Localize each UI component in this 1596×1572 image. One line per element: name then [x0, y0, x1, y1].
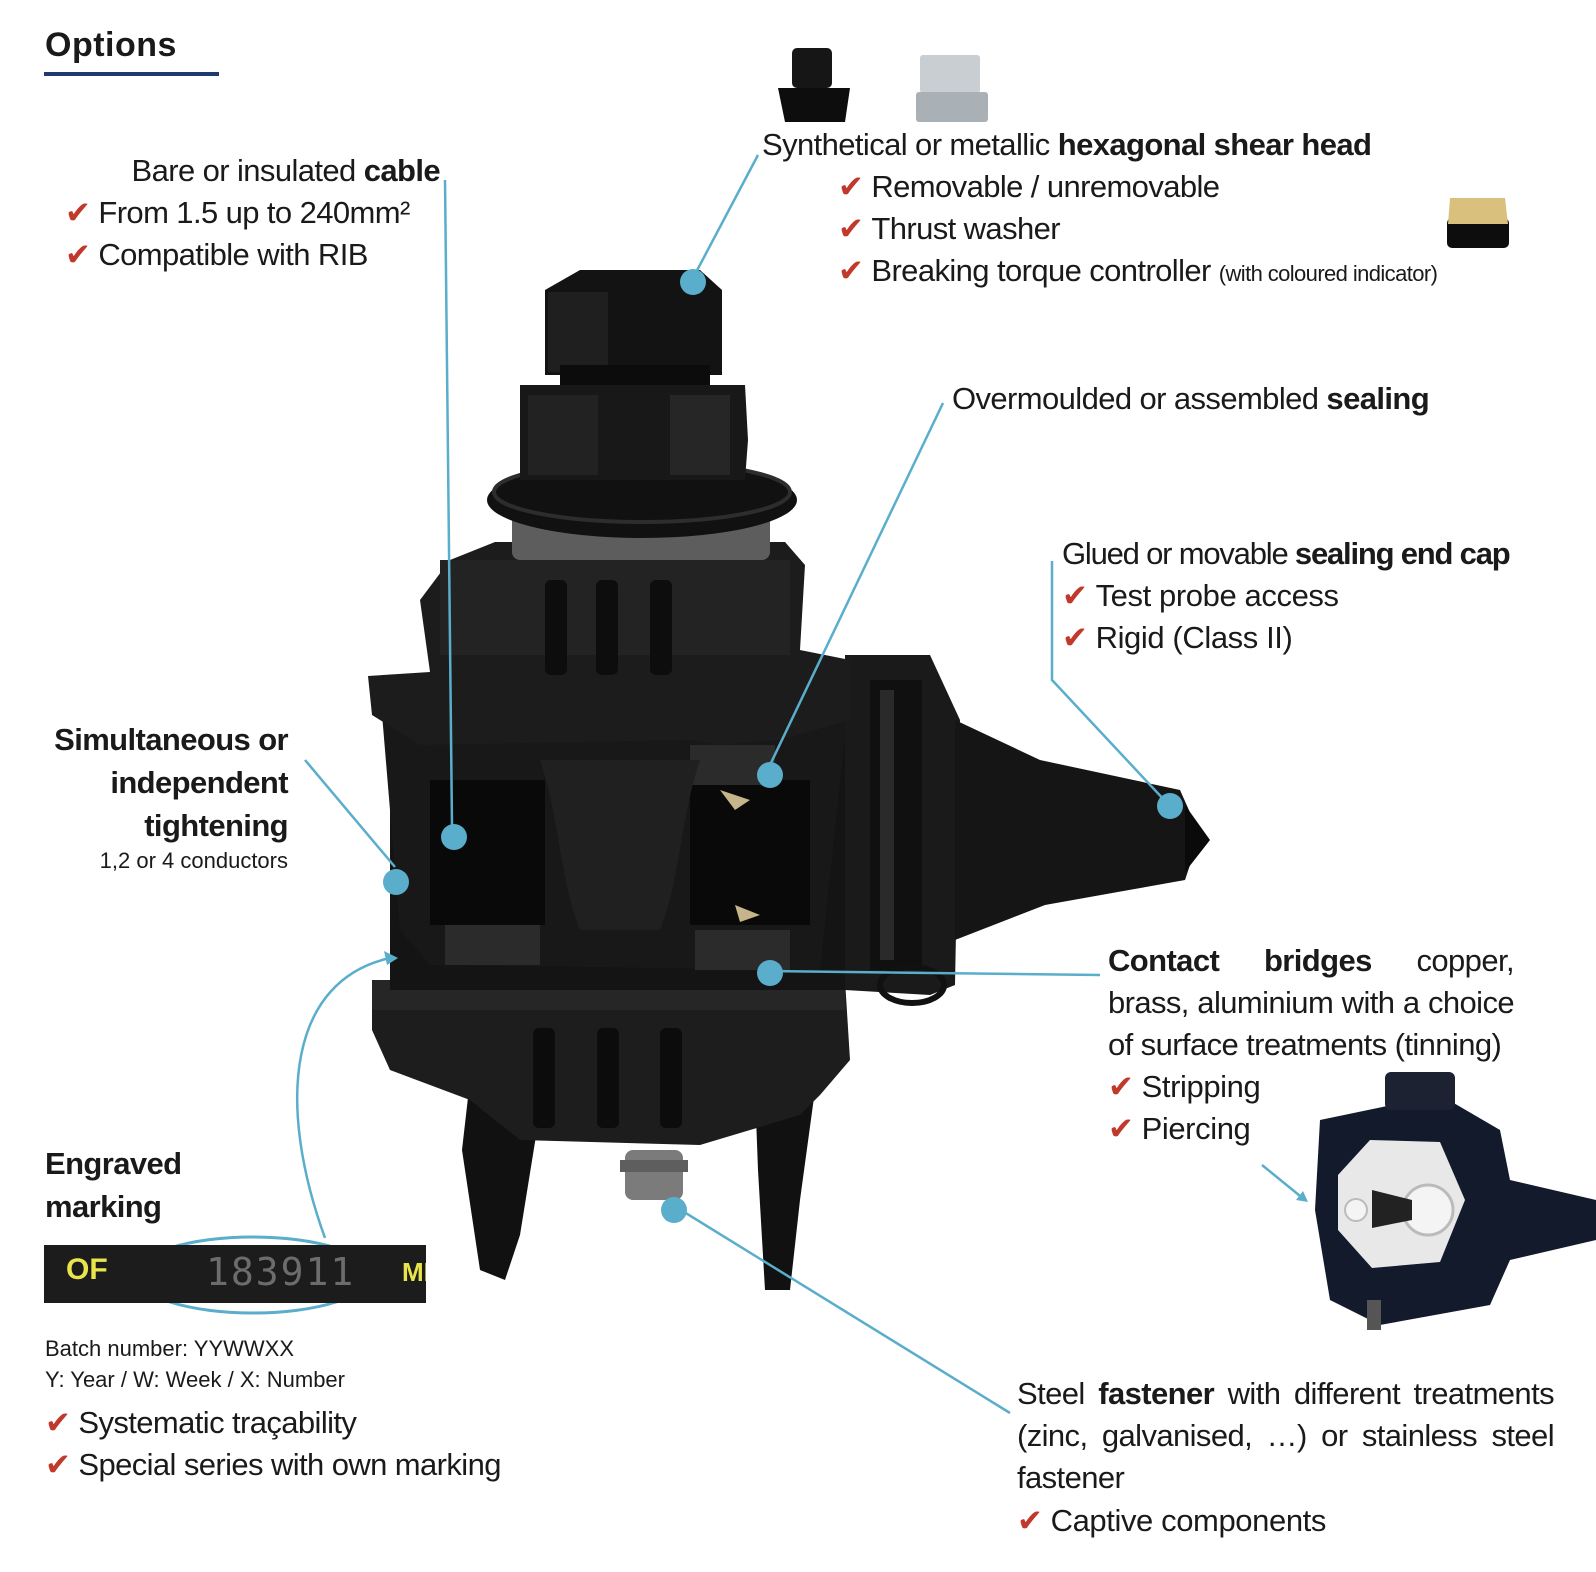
check-icon: ✔ [1108, 1111, 1134, 1146]
tightening-sub: 1,2 or 4 conductors [99, 848, 288, 873]
check-icon: ✔ [65, 195, 91, 230]
check-icon: ✔ [838, 253, 864, 288]
leader-sealing [768, 402, 945, 766]
shear-head-item: Thrust washer [871, 211, 1060, 246]
marking-plate: OF 183911 MIC [44, 1245, 426, 1303]
connector-illustration [368, 270, 1210, 1290]
cable-item: From 1.5 up to 240mm² [98, 195, 410, 230]
leader-cable [443, 179, 454, 828]
cable-text: Bare or insulated [131, 153, 364, 188]
dot-sealing [757, 762, 783, 788]
shear-head-text: Synthetical or metallic [762, 127, 1058, 162]
check-icon: ✔ [838, 211, 864, 246]
shear-head-item: Breaking torque controller [871, 253, 1211, 288]
batch-info: Batch number: YYWWXX Y: Year / W: Week /… [45, 1333, 345, 1395]
marking-item: Systematic traçability [78, 1405, 357, 1440]
shear-head-thumbnails [778, 48, 1509, 248]
fastener-text: Steel [1017, 1376, 1099, 1411]
tightening-line: Simultaneous or [54, 722, 288, 757]
check-icon: ✔ [1062, 620, 1088, 655]
leader-lines [295, 154, 1306, 1415]
callout-sealing: Overmoulded or assembled sealing [952, 378, 1430, 420]
batch-line: Y: Year / W: Week / X: Number [45, 1367, 345, 1392]
callout-dots [383, 269, 1183, 1223]
check-icon: ✔ [838, 169, 864, 204]
end-cap-bold: sealing end cap [1294, 536, 1511, 571]
marking-items: ✔Systematic traçability ✔Special series … [45, 1402, 501, 1486]
fastener-bold: fastener [1098, 1376, 1215, 1411]
leader-end-cap [1050, 561, 1168, 804]
leader-shear-head [691, 154, 760, 279]
callout-marking: Engraved marking [45, 1142, 182, 1228]
tightening-line: independent [110, 765, 288, 800]
contact-bold: Contact bridges [1108, 943, 1372, 978]
title-underline [44, 72, 219, 76]
arrow-head [384, 951, 398, 965]
dot-contact [757, 960, 783, 986]
check-icon: ✔ [65, 237, 91, 272]
cable-bold: cable [363, 153, 441, 188]
page-title: Options [45, 26, 177, 64]
callout-contact: Contact bridges copper, brass, aluminium… [1108, 940, 1515, 1066]
dot-cable [441, 824, 467, 850]
shear-head-item: Removable / unremovable [871, 169, 1220, 204]
contact-text: copper, brass, aluminium with a choice o… [1108, 943, 1515, 1062]
sealing-bold: sealing [1326, 381, 1430, 416]
contact-items: ✔Stripping ✔Piercing [1108, 1066, 1261, 1150]
sealing-text: Overmoulded or assembled [952, 381, 1327, 416]
marking-prefix: OF [66, 1253, 108, 1286]
leader-contact [765, 969, 1101, 977]
leader-thumbnail [1261, 1164, 1306, 1201]
shear-head-note: (with coloured indicator) [1218, 261, 1438, 286]
callout-cable: Bare or insulated cable ✔From 1.5 up to … [65, 150, 441, 276]
check-icon: ✔ [1062, 578, 1088, 613]
end-cap-text: Glued or movable [1062, 536, 1295, 571]
callout-end-cap: Glued or movable sealing end cap ✔Test p… [1062, 533, 1511, 659]
check-icon: ✔ [45, 1405, 71, 1440]
check-icon: ✔ [1108, 1069, 1134, 1104]
contact-bridge-thumbnail [1315, 1072, 1596, 1330]
check-icon: ✔ [45, 1447, 71, 1482]
batch-line: Batch number: YYWWXX [45, 1336, 295, 1361]
dot-shear-head [680, 269, 706, 295]
leader-tightening [304, 759, 396, 868]
marking-title-line: Engraved [45, 1146, 182, 1181]
tightening-line: tightening [144, 808, 288, 843]
callout-tightening: Simultaneous or independent tightening 1… [20, 718, 288, 875]
leader-fastener [675, 1205, 1011, 1415]
marking-number: 183911 [206, 1250, 356, 1294]
dot-end-cap [1157, 793, 1183, 819]
callout-shear-head: Synthetical or metallic hexagonal shear … [762, 124, 1592, 295]
dot-tightening [383, 869, 409, 895]
leader-marking [295, 956, 391, 1239]
contact-item: Stripping [1141, 1069, 1261, 1104]
callout-fastener: Steel fastener with different treatments… [1017, 1373, 1555, 1499]
fastener-text: with different treatments (zinc, galvani… [1017, 1376, 1555, 1495]
arrow-head [1296, 1191, 1308, 1202]
marking-title-line: marking [45, 1189, 162, 1224]
dot-fastener [661, 1197, 687, 1223]
contact-item: Piercing [1141, 1111, 1251, 1146]
shear-head-bold: hexagonal shear head [1057, 127, 1372, 162]
end-cap-item: Rigid (Class II) [1095, 620, 1293, 655]
marking-item: Special series with own marking [78, 1447, 501, 1482]
marking-suffix: MIC [402, 1257, 426, 1287]
fastener-items: ✔Captive components [1017, 1500, 1326, 1542]
cable-item: Compatible with RIB [98, 237, 368, 272]
check-icon: ✔ [1017, 1503, 1043, 1538]
fastener-item: Captive components [1050, 1503, 1327, 1538]
end-cap-item: Test probe access [1095, 578, 1339, 613]
